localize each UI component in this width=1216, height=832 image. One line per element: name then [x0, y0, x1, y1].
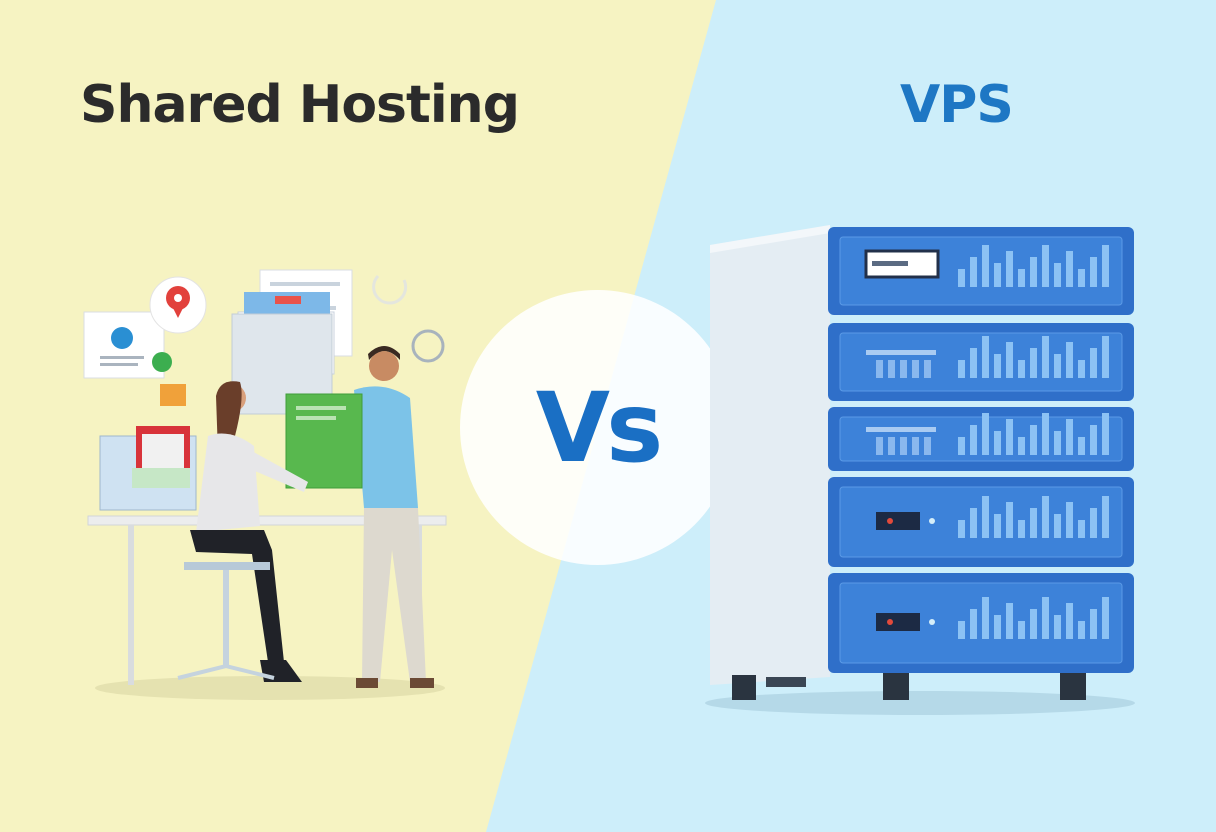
server-units — [828, 227, 1134, 673]
server-unit — [828, 323, 1134, 401]
rack-side-panel — [710, 225, 830, 685]
server-rack-illustration — [705, 225, 1135, 715]
vs-label: Vs — [535, 371, 663, 484]
server-unit — [828, 477, 1134, 567]
vs-badge: Vs — [460, 290, 735, 565]
chair — [184, 562, 270, 570]
laptop-icon — [99, 426, 197, 511]
rack-feet — [732, 673, 1086, 700]
vps-title: VPS — [900, 75, 1014, 135]
check-badge-icon — [152, 352, 172, 372]
people-at-desk-illustration — [83, 269, 447, 700]
shared-hosting-title: Shared Hosting — [80, 75, 520, 135]
location-pin-icon — [149, 276, 207, 334]
server-unit — [828, 573, 1134, 673]
refresh-icon — [372, 274, 408, 305]
server-unit — [828, 227, 1134, 315]
server-unit — [828, 407, 1134, 471]
ring-icon — [411, 329, 445, 363]
code-tag-icon — [160, 384, 186, 406]
rack-shadow — [705, 691, 1135, 715]
wall-panel-icon — [83, 311, 165, 379]
desk — [87, 515, 447, 526]
